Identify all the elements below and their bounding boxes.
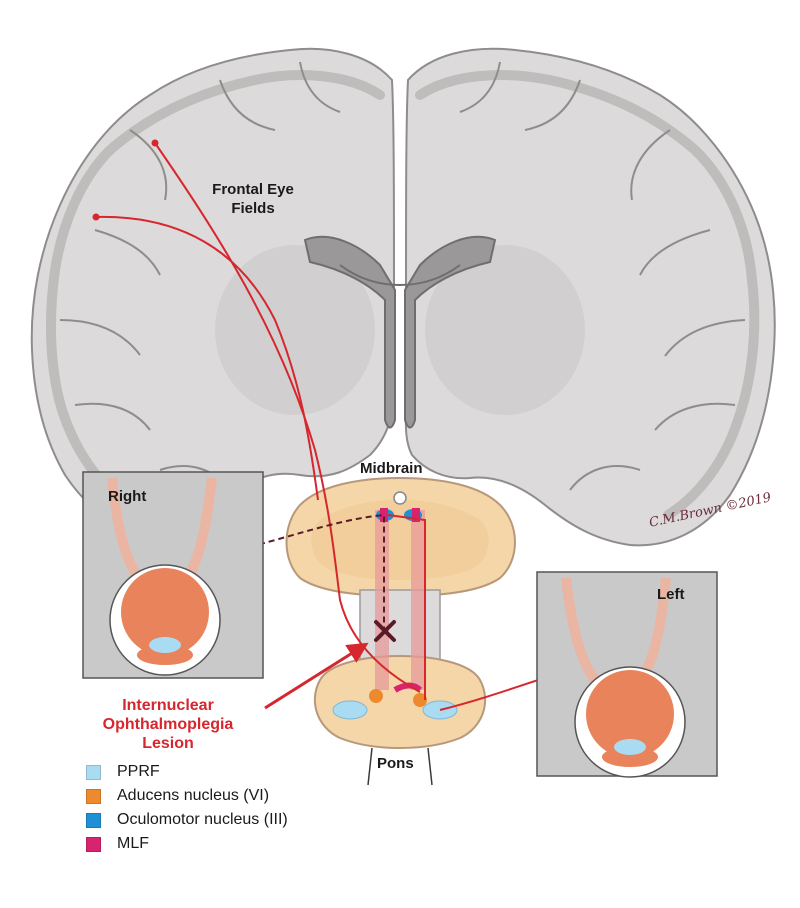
abducens-nucleus-right [369, 689, 383, 703]
pons-shape [313, 654, 487, 750]
lesion-label-line2: Ophthalmoplegia [102, 716, 234, 733]
mlf-midbrain-right [380, 508, 388, 522]
legend-label-abducens: Aducens nucleus (VI) [117, 787, 270, 804]
frontal-eye-fields-line1: Frontal Eye [212, 181, 294, 198]
brainstem [285, 476, 516, 786]
legend-swatch-mlf [86, 836, 101, 852]
mlf-midbrain-left [412, 508, 420, 522]
left-eye-label: Left [657, 586, 685, 603]
right-eye-label: Right [108, 488, 147, 505]
right-cortex-ribbon [415, 70, 760, 520]
lesion-label-line1: Internuclear [122, 697, 214, 714]
lesion-label-line3: Lesion [142, 735, 194, 752]
left-eye-iris [586, 670, 674, 758]
legend-swatch-oculomotor [86, 812, 101, 828]
legend-item-oculomotor: Oculomotor nucleus (III) [86, 808, 288, 832]
right-eye-panel [82, 471, 264, 679]
fef-origin-upper [151, 139, 159, 147]
legend-label-mlf: MLF [117, 835, 149, 852]
left-eye-panel [536, 571, 718, 778]
medulla-stalk [367, 747, 433, 786]
right-deep-nuclei [425, 245, 585, 415]
right-eye-pupil [149, 637, 181, 653]
lesion-pointer [264, 642, 369, 710]
frontal-eye-fields-line2: Fields [231, 200, 275, 217]
ventricle-roof [339, 264, 461, 287]
legend-swatch-abducens [86, 788, 101, 804]
legend-swatch-pprf [86, 764, 101, 780]
lateral-ventricles [303, 235, 497, 429]
left-eye-pupil [614, 739, 646, 755]
midbrain-label: Midbrain [360, 460, 423, 477]
frontal-eye-fields-label: Frontal Eye Fields [198, 180, 308, 218]
left-cortex-ribbon [46, 70, 385, 510]
right-eye-lens [137, 645, 193, 665]
legend-item-abducens: Aducens nucleus (VI) [86, 784, 288, 808]
abducens-nucleus-left [413, 693, 427, 707]
left-eye-lens [602, 747, 658, 767]
fef-pathway-upper [154, 142, 421, 693]
pprf-right [332, 700, 368, 720]
mlf-column-left [375, 510, 389, 690]
cerebral-aqueduct [393, 491, 407, 505]
mlf-pathway [387, 514, 426, 700]
legend-label-pprf: PPRF [117, 763, 160, 780]
fef-pathway-lower [95, 215, 319, 501]
lesion-label: Internuclear Ophthalmoplegia Lesion [68, 696, 268, 753]
mlf-column-right [411, 510, 425, 690]
legend-item-mlf: MLF [86, 832, 288, 856]
legend-label-oculomotor: Oculomotor nucleus (III) [117, 811, 288, 828]
fef-origin-lower [92, 213, 100, 221]
right-hemisphere [404, 47, 776, 547]
midbrain-inner [311, 500, 489, 580]
legend: PPRF Aducens nucleus (VI) Oculomotor nuc… [86, 760, 288, 856]
sulci [59, 61, 746, 491]
legend-item-pprf: PPRF [86, 760, 288, 784]
pons-label: Pons [377, 755, 414, 772]
right-eye-iris [121, 568, 209, 656]
lesion-x-mark [374, 620, 396, 642]
